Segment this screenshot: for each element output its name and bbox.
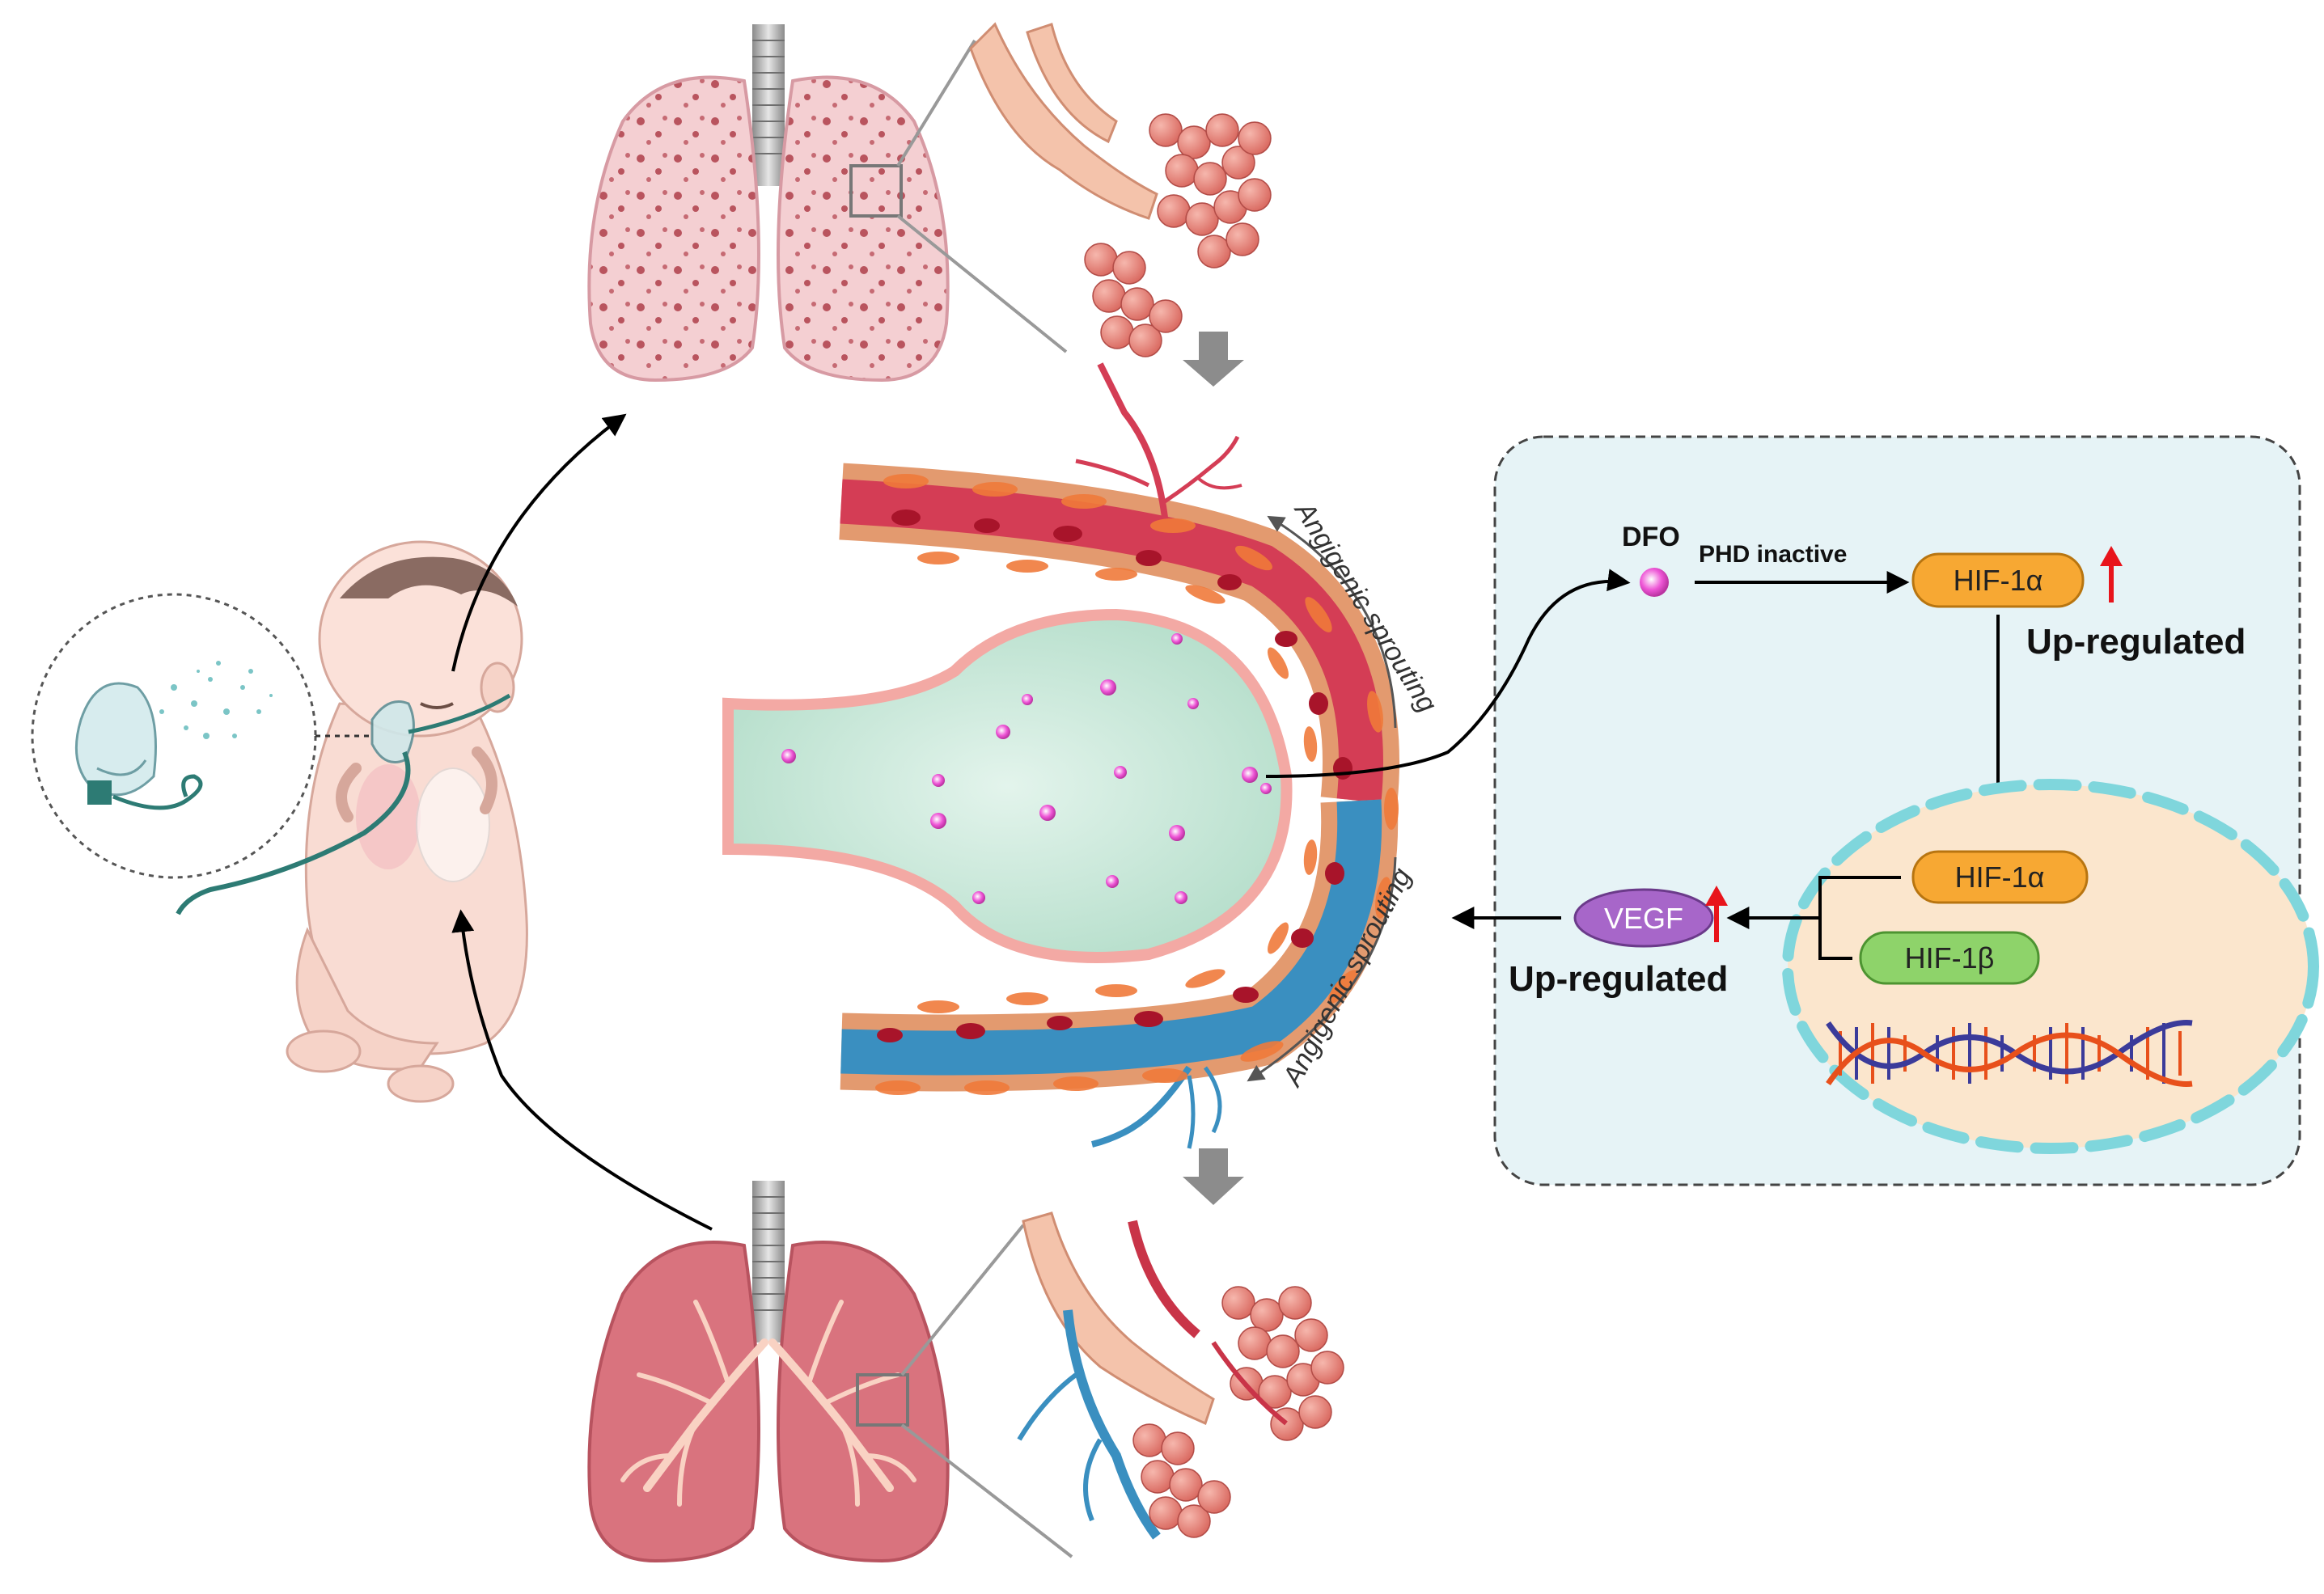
dfo-label: DFO	[1622, 522, 1680, 552]
dna-helix	[1826, 1020, 2193, 1087]
zoom-box-damaged	[849, 164, 903, 218]
down-arrow-bottom	[1183, 1148, 1244, 1205]
damaged-alveoli	[969, 22, 1272, 357]
healthy-alveoli	[1017, 1211, 1344, 1540]
hif1a-top-pill	[1911, 552, 2085, 608]
arrow-infant-to-damaged-lung	[451, 413, 627, 672]
arrow-healthy-lung-to-infant	[451, 909, 713, 1231]
phd-inactive-label: PHD inactive	[1699, 541, 1847, 568]
damaged-lungs	[587, 24, 950, 383]
angiogenic-arrow-lower	[1247, 856, 1397, 1082]
hif1a-nucleus-pill	[1911, 850, 2089, 904]
hif1b-pill	[1859, 931, 2040, 985]
zoom-box-healthy	[856, 1373, 909, 1427]
upregulated-label-hif1a: Up-regulated	[2026, 622, 2246, 662]
hif1a-nucleus-label: HIF-1α	[1955, 860, 2045, 894]
down-arrow-top	[1183, 332, 1244, 387]
infant-illustration	[176, 540, 528, 1103]
upregulated-label-vegf: Up-regulated	[1509, 959, 1728, 999]
dfo-particles	[781, 633, 1272, 904]
vegf-label: VEGF	[1604, 902, 1683, 935]
hif1b-label: HIF-1β	[1905, 941, 1995, 975]
oxygen-mask-inset	[31, 593, 372, 879]
dfo-molecule	[1640, 568, 1669, 597]
angiogenic-arrow-upper	[1267, 515, 1397, 729]
hif1a-top-label: HIF-1α	[1954, 564, 2043, 597]
healthy-lungs	[587, 1181, 950, 1563]
arrow-particle-to-dfo	[1265, 569, 1631, 778]
alveolus-capillary-illustration	[722, 362, 1399, 1149]
vegf-pill	[1573, 888, 1714, 948]
